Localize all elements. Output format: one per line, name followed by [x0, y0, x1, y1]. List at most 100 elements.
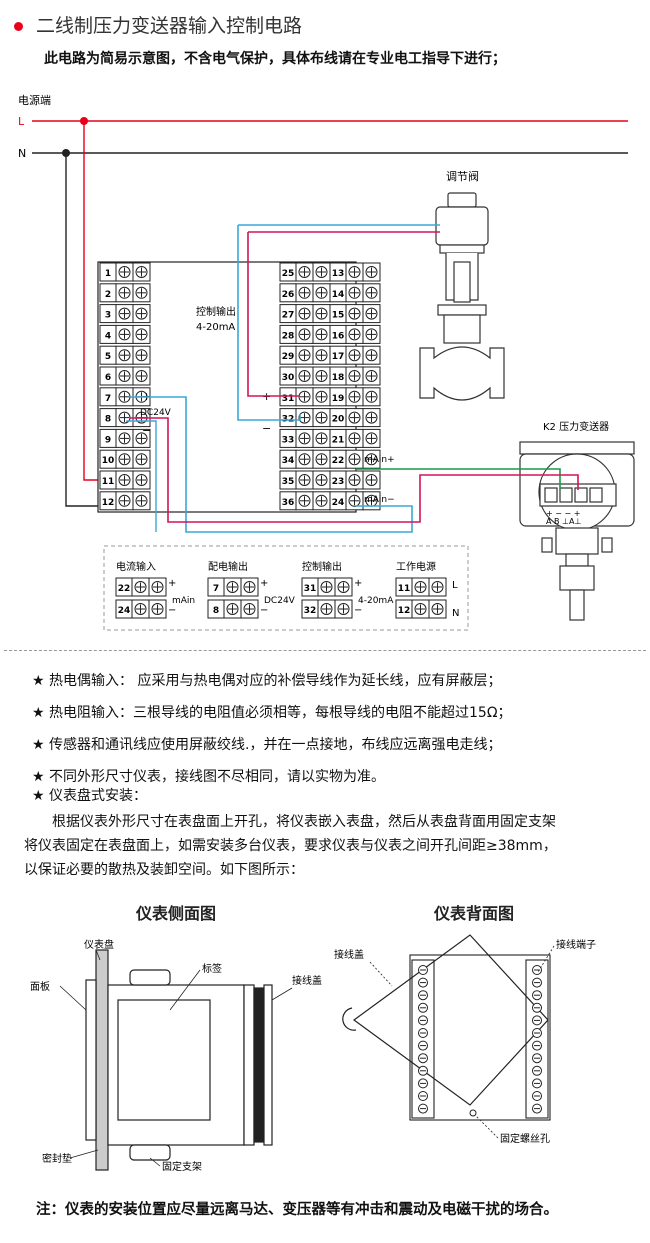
- mount-line-3: 以保证必要的散热及装卸空间。如下图所示：: [24, 862, 304, 878]
- valve-magenta-wire: [247, 232, 300, 397]
- main-minus-label: mAin−: [364, 495, 395, 505]
- svg-text:4-20mA: 4-20mA: [358, 596, 394, 606]
- svg-text:15: 15: [332, 311, 345, 321]
- tag-leader: [169, 969, 201, 1011]
- back-cover-leader: [369, 961, 393, 987]
- svg-text:8: 8: [213, 606, 219, 616]
- svg-text:7: 7: [213, 584, 219, 594]
- blue-wire-8: [126, 420, 157, 532]
- terminal-30: 30: [279, 366, 331, 386]
- svg-text:25: 25: [282, 269, 295, 279]
- mount-line-2: 将仪表固定在表盘面上，如需安装多台仪表，要求仪表与仪表之间开孔间距≥38mm，: [24, 838, 557, 854]
- note-thermocouple: ★ 热电偶输入： 应采用与热电偶对应的补偿导线作为延长线，应有屏蔽层；: [32, 673, 502, 689]
- footer-note: 注：仪表的安装位置应尽量远离马达、变压器等有冲击和震动及电磁干扰的场合。: [36, 1202, 558, 1218]
- back-view-title: 仪表背面图: [434, 904, 515, 923]
- svg-text:配电输出: 配电输出: [208, 560, 248, 573]
- terminal-13: 13: [329, 262, 381, 282]
- controller-body: [97, 261, 357, 513]
- svg-text:17: 17: [332, 352, 345, 362]
- terminal-33: 33: [279, 428, 331, 448]
- svg-text:N: N: [452, 608, 459, 619]
- terminal-36: 36: [279, 491, 331, 511]
- svg-text:9: 9: [105, 435, 111, 445]
- seal-label: 密封垫: [42, 1152, 72, 1165]
- terminal-4: 4: [99, 324, 151, 344]
- svg-text:10: 10: [102, 456, 115, 466]
- control-valve-icon: [419, 192, 505, 401]
- back-terminal-strips: [418, 965, 542, 1114]
- svg-text:11: 11: [398, 584, 411, 594]
- page-title: 二线制压力变送器输入控制电路: [36, 15, 303, 37]
- note-dimensions: ★ 不同外形尺寸仪表，接线图不尽相同，请以实物为准。: [32, 769, 385, 785]
- svg-text:+: +: [354, 578, 362, 589]
- terminal-1: 1: [99, 262, 151, 282]
- terminal-22: 22: [329, 449, 381, 469]
- terminal-15: 15: [329, 304, 381, 324]
- green-wire: [356, 468, 561, 490]
- svg-text:7: 7: [105, 394, 111, 404]
- power-label: 电源端: [18, 93, 51, 107]
- mount-paragraph: 根据仪表外形尺寸在表盘面上开孔，将仪表嵌入表盘，然后从表盘背面用固定支架 将仪表…: [24, 810, 636, 882]
- legend-terminal-24: 24: [115, 599, 167, 619]
- svg-text:1: 1: [105, 269, 111, 279]
- svg-text:33: 33: [282, 435, 295, 445]
- svg-text:+: +: [168, 578, 176, 589]
- control-output-range: 4-20mA: [196, 322, 235, 333]
- terminal-6: 6: [99, 366, 151, 386]
- terminal-20: 20: [329, 408, 381, 428]
- terminal-5: 5: [99, 345, 151, 365]
- svg-text:31: 31: [282, 394, 295, 404]
- screw-hole-label: 固定螺丝孔: [500, 1132, 550, 1145]
- svg-text:19: 19: [332, 394, 345, 404]
- terminal-2: 2: [99, 283, 151, 303]
- terminal-11: 11: [99, 470, 151, 490]
- legend-terminal-31: 31: [301, 577, 353, 597]
- svg-text:35: 35: [282, 477, 295, 487]
- svg-text:4: 4: [105, 331, 111, 341]
- svg-text:26: 26: [282, 290, 295, 300]
- panel-leader: [95, 949, 101, 961]
- svg-text:22: 22: [332, 456, 345, 466]
- terminal-34: 34: [279, 449, 331, 469]
- pressure-transmitter-icon: [519, 441, 635, 621]
- panel-board-label: 仪表盘: [84, 938, 114, 951]
- svg-text:36: 36: [282, 498, 295, 508]
- svg-text:23: 23: [332, 477, 345, 487]
- side-view-title: 仪表侧面图: [136, 904, 217, 923]
- legend-terminal-8: 8: [207, 599, 259, 619]
- legend-terminal-7: 7: [207, 577, 259, 597]
- terminal-19: 19: [329, 387, 381, 407]
- terminal-leader: [537, 945, 555, 973]
- svg-text:24: 24: [332, 498, 345, 508]
- svg-text:−: −: [354, 605, 362, 616]
- terminal-27: 27: [279, 304, 331, 324]
- transmitter-pm: + − − +: [546, 509, 580, 518]
- blue-loop-wire: [130, 396, 413, 533]
- svg-text:34: 34: [282, 456, 295, 466]
- terminal-label: 接线端子: [556, 938, 596, 951]
- valve-blue-wire: [237, 225, 301, 421]
- svg-text:8: 8: [105, 415, 111, 425]
- svg-text:+: +: [260, 578, 268, 589]
- legend-terminal-22: 22: [115, 577, 167, 597]
- note-rtd: ★ 热电阻输入：三根导线的电阻值必须相等，每根导线的电阻不能超过15Ω；: [32, 705, 512, 721]
- svg-text:16: 16: [332, 331, 345, 341]
- svg-text:29: 29: [282, 352, 295, 362]
- transmitter-label: K2 压力变送器: [543, 420, 609, 433]
- bracket-leader: [149, 1157, 161, 1167]
- seal-leader: [69, 1149, 99, 1159]
- terminal-32: 32: [279, 408, 331, 428]
- terminal-17: 17: [329, 345, 381, 365]
- screw-leader: [475, 1115, 499, 1139]
- svg-text:5: 5: [105, 352, 111, 362]
- tag-label: 标签: [202, 962, 222, 975]
- terminal-25: 25: [279, 262, 331, 282]
- main-plus-label: mAin+: [364, 455, 395, 465]
- side-cover-leader: [271, 987, 293, 1001]
- svg-text:DC24V: DC24V: [264, 596, 296, 606]
- terminal-35: 35: [279, 470, 331, 490]
- svg-text:13: 13: [332, 269, 345, 279]
